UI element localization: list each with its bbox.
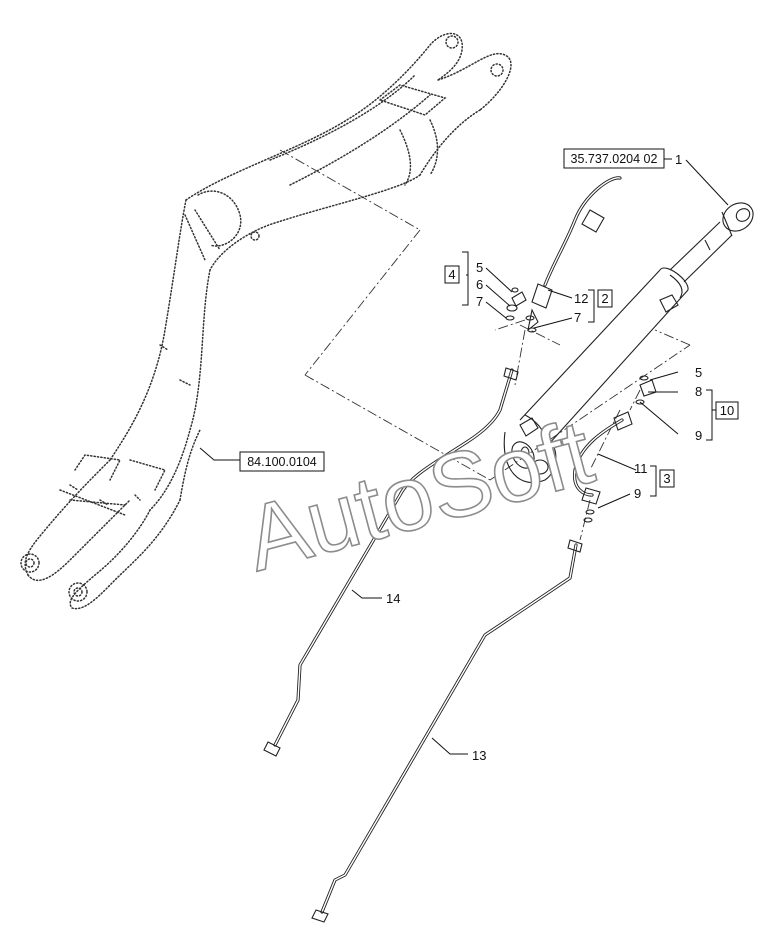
- callout-9-bottom[interactable]: 9: [634, 486, 641, 501]
- kit-2-text: 2: [601, 291, 608, 306]
- callout-1[interactable]: 1: [675, 152, 682, 167]
- callout-6[interactable]: 6: [476, 277, 483, 292]
- callout-13[interactable]: 13: [472, 748, 486, 763]
- hydraulic-cylinder: [503, 202, 754, 484]
- kit-4-text: 4: [448, 267, 455, 282]
- hose-upper: [525, 176, 622, 333]
- ref-box-arm[interactable]: 84.100.0104: [239, 451, 325, 472]
- kit-10-text: 10: [720, 403, 734, 418]
- fittings-group-10: [635, 375, 657, 405]
- callouts: 1 5 6 7 12 7 5 8 9 11 9 14 13: [386, 152, 702, 763]
- callout-5-top[interactable]: 5: [476, 260, 483, 275]
- callout-11[interactable]: 11: [634, 461, 648, 476]
- ref-arm-text: 84.100.0104: [247, 455, 317, 469]
- watermark: AutoSoft: [235, 400, 604, 591]
- ref-box-cylinder[interactable]: 35.737.0204 02: [563, 148, 665, 169]
- kit-box-2[interactable]: 2: [597, 289, 613, 308]
- kit-3-text: 3: [663, 471, 670, 486]
- callout-7-left[interactable]: 7: [476, 294, 483, 309]
- hose-lower: [572, 411, 633, 523]
- kit-box-10[interactable]: 10: [715, 401, 739, 420]
- kit-box-3[interactable]: 3: [659, 469, 675, 488]
- callout-12[interactable]: 12: [574, 291, 588, 306]
- fittings-group-4: [505, 287, 527, 321]
- boom-arm: [20, 32, 512, 610]
- watermark-text: AutoSoft: [235, 401, 602, 591]
- pipe-14: [263, 367, 519, 757]
- callout-14[interactable]: 14: [386, 591, 400, 606]
- leader-lines: [199, 158, 729, 755]
- callout-8[interactable]: 8: [695, 384, 702, 399]
- pipe-13: [311, 539, 583, 923]
- callout-9-top[interactable]: 9: [695, 428, 702, 443]
- callout-7-right[interactable]: 7: [574, 310, 581, 325]
- ref-cylinder-text: 35.737.0204 02: [571, 152, 658, 166]
- kit-box-4[interactable]: 4: [444, 265, 460, 284]
- reference-lines: [279, 149, 691, 541]
- callout-5-right[interactable]: 5: [695, 365, 702, 380]
